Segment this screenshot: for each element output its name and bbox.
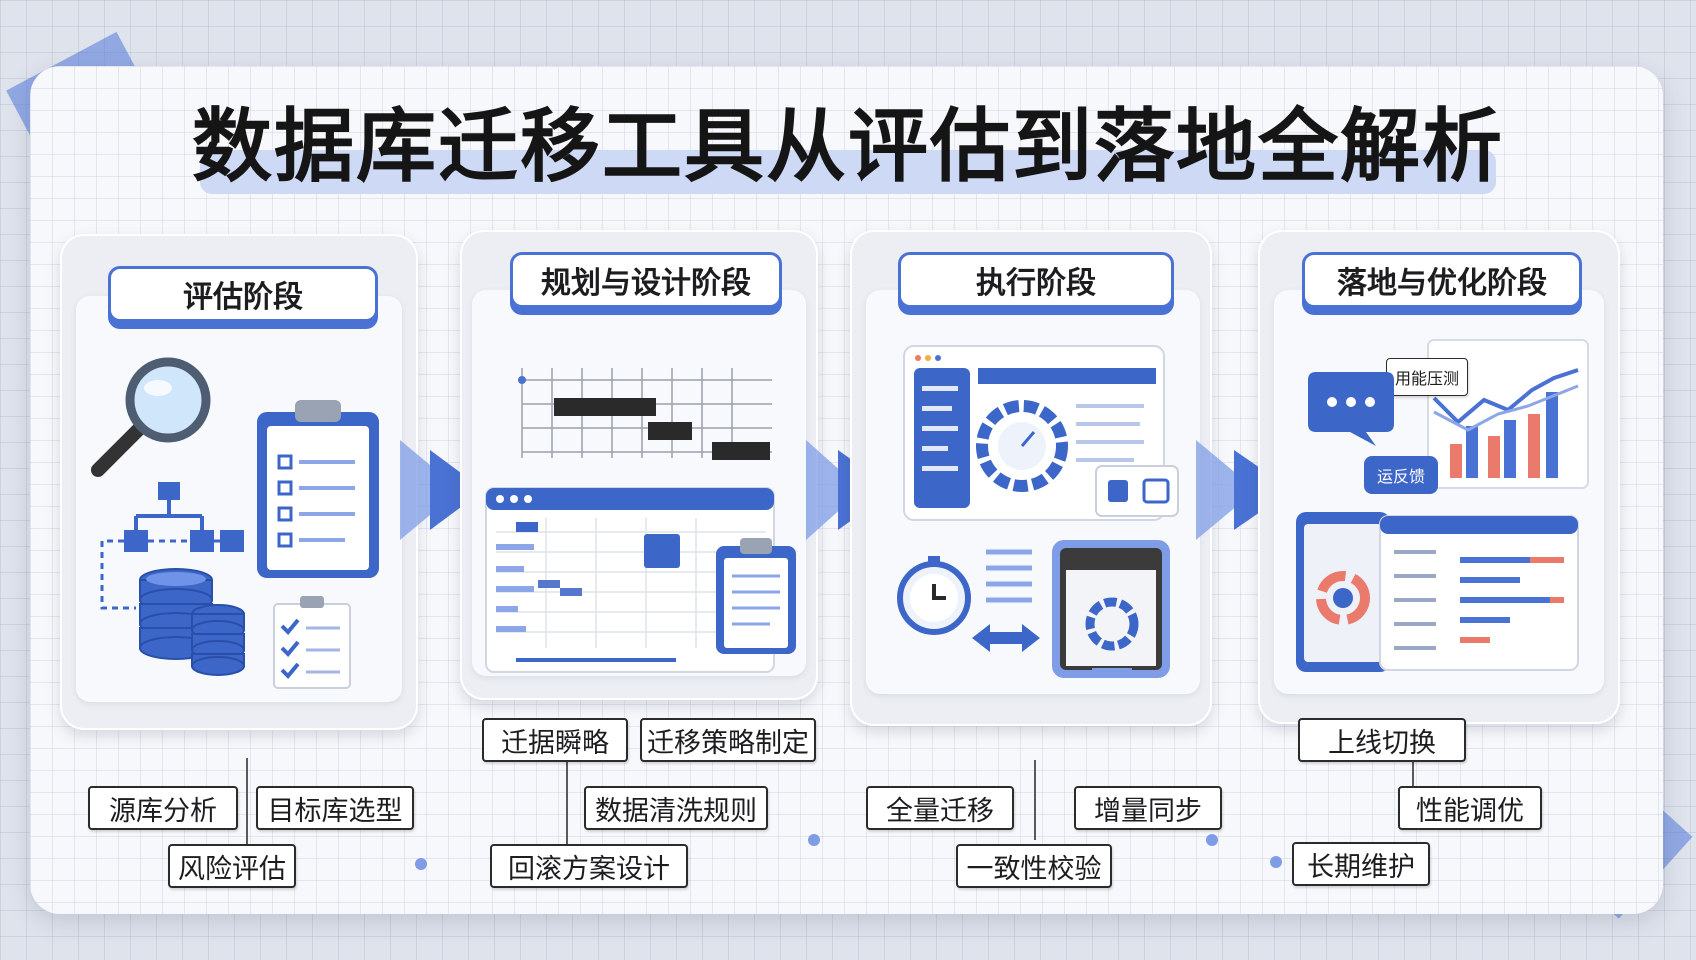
chat-bubble-icon — [1308, 372, 1394, 446]
tag-migration-strategy: 迁移策略制定 — [640, 718, 816, 762]
gantt-chart-icon — [518, 368, 772, 460]
data-lines-icon — [986, 549, 1032, 603]
tag-consistency-check: 一致性校验 — [956, 844, 1112, 888]
image-card-icon — [1095, 465, 1179, 517]
tag-incremental-sync: 增量同步 — [1074, 786, 1222, 830]
tag-go-live-switch: 上线切换 — [1298, 718, 1466, 762]
checklist-icon — [273, 596, 351, 689]
connector-line — [1412, 762, 1414, 790]
decor-dot — [808, 834, 820, 846]
tag-source-analysis: 源库分析 — [88, 786, 238, 830]
swap-arrows-icon — [972, 624, 1040, 652]
decor-dot — [1270, 856, 1282, 868]
tablet-icon — [1052, 540, 1170, 678]
connector-line — [246, 758, 248, 888]
tablet-icon — [1296, 512, 1390, 672]
magnifier-icon — [91, 357, 211, 477]
trend-chart-icon — [1427, 339, 1589, 489]
connector-line — [1034, 760, 1036, 840]
clipboard-icon — [257, 400, 379, 578]
page-title: 数据库迁移工具从评估到落地全解析 — [192, 100, 1504, 193]
database-icon — [139, 568, 245, 676]
tag-migration-overview: 迁据瞬略 — [482, 718, 628, 762]
report-table-icon — [1379, 515, 1579, 671]
stage-label-planning: 规划与设计阶段 — [510, 252, 782, 308]
tag-data-cleansing-rules: 数据清洗规则 — [584, 786, 768, 830]
tag-performance-tuning: 性能调优 — [1398, 786, 1542, 830]
stage-label-landing: 落地与优化阶段 — [1302, 252, 1582, 308]
callout-perf-test: 用能压测 — [1386, 358, 1468, 396]
tag-full-migration: 全量迁移 — [866, 786, 1014, 830]
callout-feedback: 运反馈 — [1364, 456, 1438, 494]
tag-target-selection: 目标库选型 — [256, 786, 414, 830]
stopwatch-icon — [897, 556, 971, 635]
decor-dot — [415, 858, 427, 870]
tag-risk-assessment: 风险评估 — [168, 844, 296, 888]
clipboard-icon — [716, 538, 796, 654]
tag-long-term-maintenance: 长期维护 — [1292, 842, 1430, 886]
tag-rollback-plan: 回滚方案设计 — [490, 844, 688, 888]
decor-dot — [1206, 834, 1218, 846]
connector-line — [566, 758, 568, 848]
title-highlight — [200, 150, 1496, 194]
arrow-right-icon — [400, 440, 484, 540]
stage-label-assessment: 评估阶段 — [108, 266, 378, 322]
hierarchy-icon — [100, 482, 244, 610]
stage-label-execution: 执行阶段 — [898, 252, 1174, 308]
